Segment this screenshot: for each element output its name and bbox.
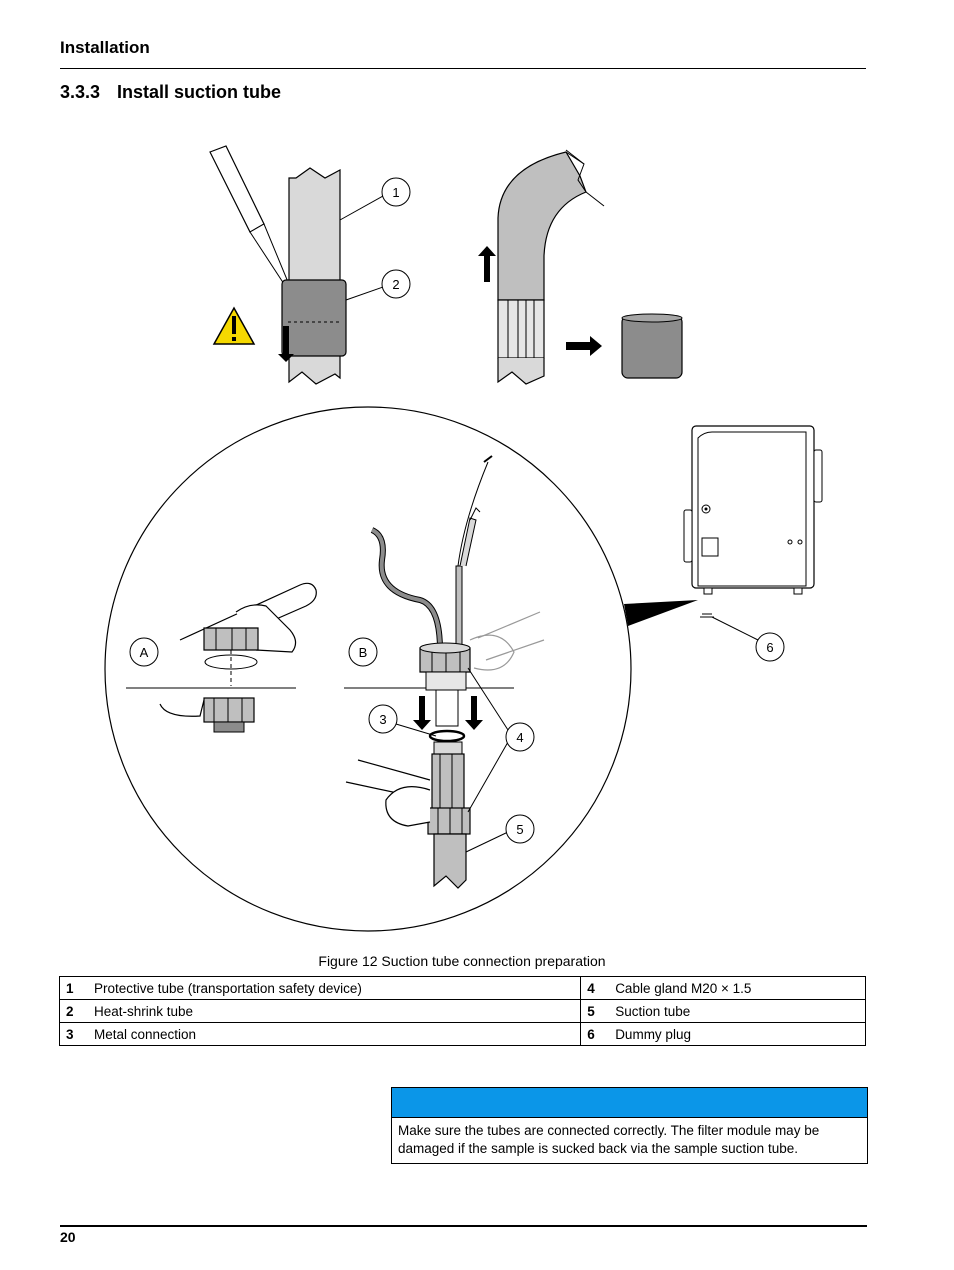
callout-2	[381, 269, 411, 299]
legend-item-number: 2	[59, 999, 88, 1023]
legend-item-text: Cable gland M20 × 1.5	[609, 976, 867, 1000]
callout-6-label: 6	[766, 640, 773, 655]
detail-circle: A B 3	[104, 406, 632, 932]
callout-3-label: 3	[379, 712, 386, 727]
protective-tube-drawing: 1 2	[209, 145, 411, 385]
legend-item-number: 4	[580, 976, 610, 1000]
legend-item-number: 3	[59, 1022, 88, 1046]
callout-5-label: 5	[516, 822, 523, 837]
legend-item-text: Heat-shrink tube	[88, 999, 582, 1023]
callout-1	[381, 177, 411, 207]
suction-tube-figure: 1 2 A	[104, 145, 823, 932]
legend-item-text: Metal connection	[88, 1022, 582, 1046]
view-a-label: A	[140, 645, 149, 660]
legend-item-number: 6	[580, 1022, 610, 1046]
callout-1-label: 1	[392, 185, 399, 200]
figure-caption: Figure 12 Suction tube connection prepar…	[318, 953, 606, 969]
detail-pointer	[624, 600, 698, 626]
footer-divider	[60, 1225, 867, 1227]
legend-item-number: 1	[59, 976, 88, 1000]
page-header-title: Installation	[60, 38, 150, 57]
view-b-label: B	[359, 645, 368, 660]
view-b-marker	[348, 637, 378, 667]
view-a-marker	[129, 637, 159, 667]
header-divider	[60, 68, 866, 69]
notice-header-bar	[392, 1088, 867, 1118]
legend-item-text: Dummy plug	[609, 1022, 867, 1046]
page-number: 20	[60, 1229, 76, 1245]
callout-2-label: 2	[392, 277, 399, 292]
legend-item-number: 5	[580, 999, 610, 1023]
section-title: Install suction tube	[117, 82, 282, 102]
callout-3	[368, 704, 398, 734]
section-number: 3.3.3	[60, 82, 101, 102]
callout-6	[755, 632, 785, 662]
callout-5	[505, 814, 535, 844]
callout-4-label: 4	[516, 730, 523, 745]
section-heading: 3.3.3 Install suction tube	[60, 82, 281, 103]
notice-box: Make sure the tubes are connected correc…	[391, 1087, 868, 1164]
legend-item-text: Suction tube	[609, 999, 867, 1023]
notice-text: Make sure the tubes are connected correc…	[398, 1123, 820, 1156]
bent-tube-drawing	[478, 149, 683, 385]
legend-item-text: Protective tube (transportation safety d…	[88, 976, 582, 1000]
filter-module-drawing: 6	[683, 425, 823, 662]
callout-4	[505, 722, 535, 752]
